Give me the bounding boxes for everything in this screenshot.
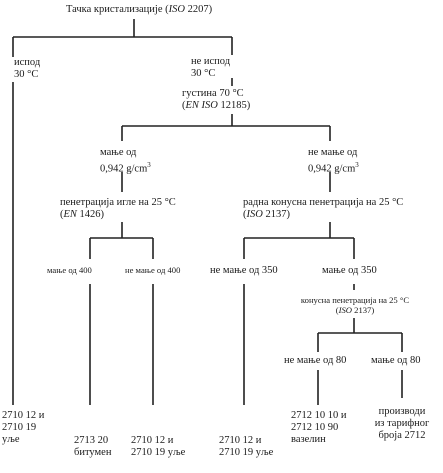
result-line: вазелин	[291, 434, 326, 445]
result-line: 2710 19 уље	[219, 447, 274, 458]
superscript: 3	[355, 161, 359, 169]
text: (	[335, 305, 339, 315]
text: 2137)	[352, 305, 375, 315]
result-oils-right: 2710 12 и 2710 19 уље	[219, 435, 273, 459]
node-not-less-than-80: не мање од 80	[284, 355, 347, 366]
node-line: не мање од	[308, 147, 358, 158]
standard: EN ISO	[185, 100, 218, 111]
root-text-end: 2207)	[184, 4, 213, 15]
standard: ISO	[246, 209, 263, 220]
node-less-than-350: мање од 350	[322, 265, 377, 276]
result-line: 2712 10 90	[291, 422, 339, 433]
text: (	[243, 209, 247, 220]
result-products-2712: производи из тарифног броја 2712	[366, 406, 438, 442]
root-text: Тачка кристализације (	[66, 4, 169, 15]
node-needle-penetration: пенетрација игле на 25 °C (EN 1426)	[60, 197, 176, 221]
node-not-below-30: не испод 30 °C	[191, 56, 230, 80]
node-line: (EN ISO 12185)	[182, 100, 250, 112]
node-line: (ISO 2137)	[300, 305, 410, 315]
node-line: 30 °C	[191, 68, 216, 79]
node-density-not-less-than: не мање од 0,942 g/cm3	[308, 147, 359, 176]
node-below-30: испод 30 °C	[14, 57, 40, 81]
text: 0,942 g/cm	[308, 163, 356, 175]
node-cone-penetration: радна конусна пенетрација на 25 °C (ISO …	[243, 197, 403, 221]
node-line: 0,942 g/cm3	[308, 159, 359, 176]
root-standard: ISO	[168, 4, 185, 15]
text: (	[182, 100, 186, 111]
node-line: 0,942 g/cm3	[100, 159, 151, 176]
result-bitumen: 2713 20 битумен	[74, 435, 111, 459]
result-line: из тарифног	[374, 418, 430, 429]
result-line: 2710 12 и	[2, 410, 45, 421]
node-line: испод	[14, 57, 41, 68]
node-line: 30 °C	[14, 69, 39, 80]
text: 2137)	[262, 209, 290, 220]
node-less-than-400: мање од 400	[47, 265, 92, 275]
node-not-less-than-350: не мање од 350	[210, 265, 278, 276]
node-density: густина 70 °C (EN ISO 12185)	[182, 88, 250, 112]
root-crystallization-point: Тачка кристализације (ISO 2207)	[66, 4, 212, 16]
node-line: пенетрација игле на 25 °C	[60, 197, 176, 208]
text: 1426)	[76, 209, 105, 220]
result-line: уље	[2, 434, 20, 445]
result-line: 2713 20	[74, 435, 109, 446]
node-line: (ISO 2137)	[243, 209, 403, 221]
text: 0,942 g/cm	[100, 163, 148, 175]
node-less-than-80: мање од 80	[371, 355, 421, 366]
result-oils-middle: 2710 12 и 2710 19 уље	[131, 435, 185, 459]
node-not-less-than-400: не мање од 400	[125, 265, 181, 275]
result-line: производи	[378, 406, 426, 417]
node-line: конусна пенетрација на 25 °C	[300, 295, 410, 305]
result-line: битумен	[74, 447, 112, 458]
node-density-less-than: мање од 0,942 g/cm3	[100, 147, 151, 176]
node-cone-penetration-second: конусна пенетрација на 25 °C (ISO 2137)	[300, 295, 410, 315]
text: 12185)	[217, 100, 251, 111]
result-line: 2710 19 уље	[131, 447, 186, 458]
result-line: броја 2712	[378, 430, 426, 441]
node-line: радна конусна пенетрација на 25 °C	[243, 197, 404, 208]
result-oils-left: 2710 12 и 2710 19 уље	[2, 410, 44, 446]
result-line: 2712 10 10 и	[291, 410, 347, 421]
text: (	[60, 209, 64, 220]
node-line: (EN 1426)	[60, 209, 176, 221]
standard: ISO	[338, 305, 353, 315]
result-line: 2710 12 и	[219, 435, 262, 446]
node-line: не испод	[191, 56, 231, 67]
node-line: густина 70 °C	[182, 88, 244, 99]
node-line: мање од	[100, 147, 137, 158]
superscript: 3	[147, 161, 151, 169]
result-vaseline: 2712 10 10 и 2712 10 90 вазелин	[291, 410, 347, 446]
result-line: 2710 19	[2, 422, 37, 433]
result-line: 2710 12 и	[131, 435, 174, 446]
standard: EN	[63, 209, 77, 220]
